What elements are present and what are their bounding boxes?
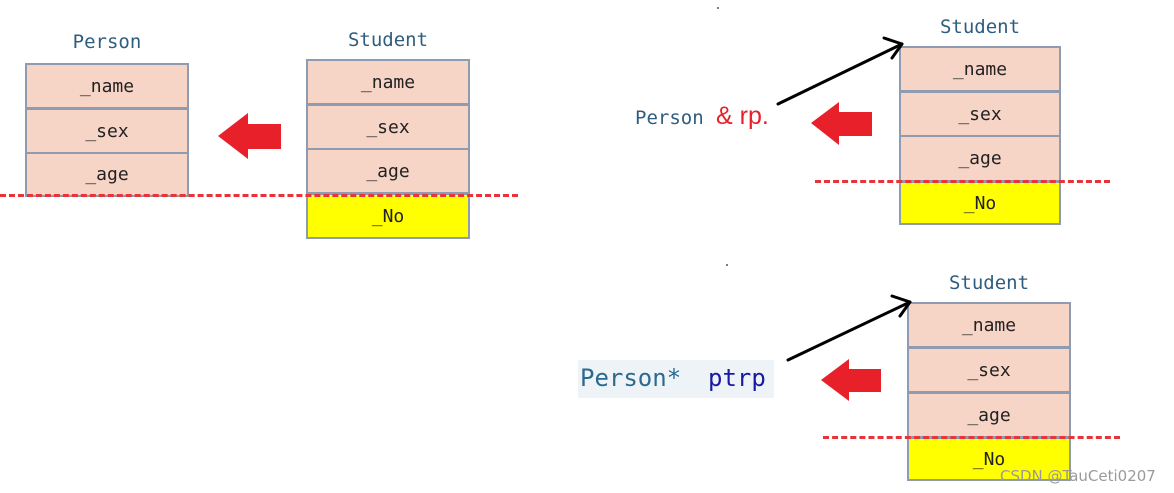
red-arrow-left-1 (218, 113, 281, 159)
student-title-1: Student (347, 29, 429, 51)
slice-line-2 (815, 180, 1110, 183)
student2-field-name: _name (899, 46, 1061, 92)
student1-field-sex: _sex (306, 104, 470, 150)
student2-field-age: _age (899, 135, 1061, 182)
person-title: Person (72, 31, 142, 53)
ptr-var-label: ptrp (708, 364, 766, 392)
red-arrow-left-2 (811, 102, 872, 145)
ref-type-label: Person (635, 107, 704, 129)
slice-line-1 (0, 194, 518, 197)
black-arrow-ptr (786, 294, 912, 362)
black-arrow-ref (776, 36, 904, 106)
student2-field-sex: _sex (899, 91, 1061, 137)
ptr-type-label: Person* (580, 364, 682, 392)
ref-var-label: & rp. (716, 102, 769, 130)
ptr-code-background (578, 360, 774, 398)
student1-field-name: _name (306, 59, 470, 105)
watermark: CSDN @TauCeti0207 (1000, 467, 1156, 485)
student1-field-no: _No (306, 193, 470, 239)
student-title-3: Student (948, 272, 1030, 294)
red-arrow-left-3 (821, 359, 881, 401)
slice-line-3 (823, 436, 1120, 439)
person-field-sex: _sex (25, 108, 189, 154)
student-title-2: Student (939, 16, 1021, 38)
student3-field-sex: _sex (907, 347, 1071, 393)
